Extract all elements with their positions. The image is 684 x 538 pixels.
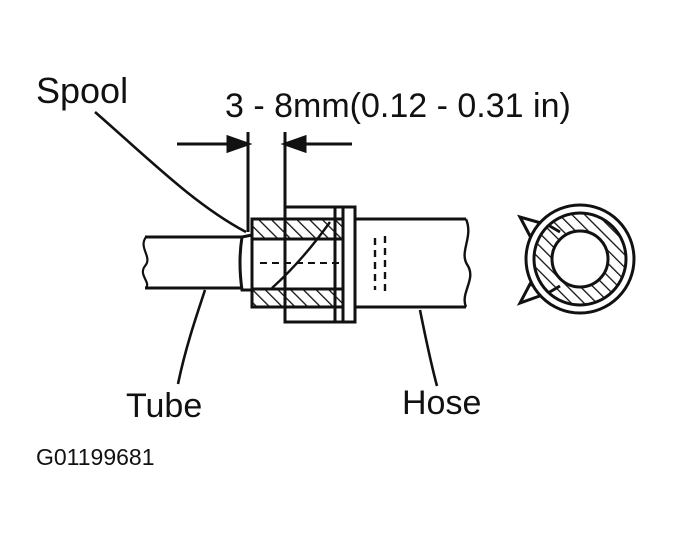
hose-end-section: [250, 217, 347, 309]
spool-label: Spool: [36, 70, 128, 111]
tube-leader: [176, 289, 207, 385]
spool-leader: [94, 111, 247, 234]
hose: [355, 217, 472, 309]
hose-leader: [418, 309, 439, 387]
spool: [238, 233, 254, 292]
figure-id: G01199681: [36, 444, 155, 470]
dimension-indicator: [177, 132, 352, 232]
dimension-label: 3 - 8mm(0.12 - 0.31 in): [225, 87, 571, 125]
clamp-cross-section: [516, 203, 636, 315]
leader-lines: [94, 111, 439, 387]
tube-label: Tube: [126, 387, 202, 425]
hose-clamp: [283, 205, 357, 324]
hose-label: Hose: [402, 384, 481, 422]
tube: [141, 235, 242, 290]
